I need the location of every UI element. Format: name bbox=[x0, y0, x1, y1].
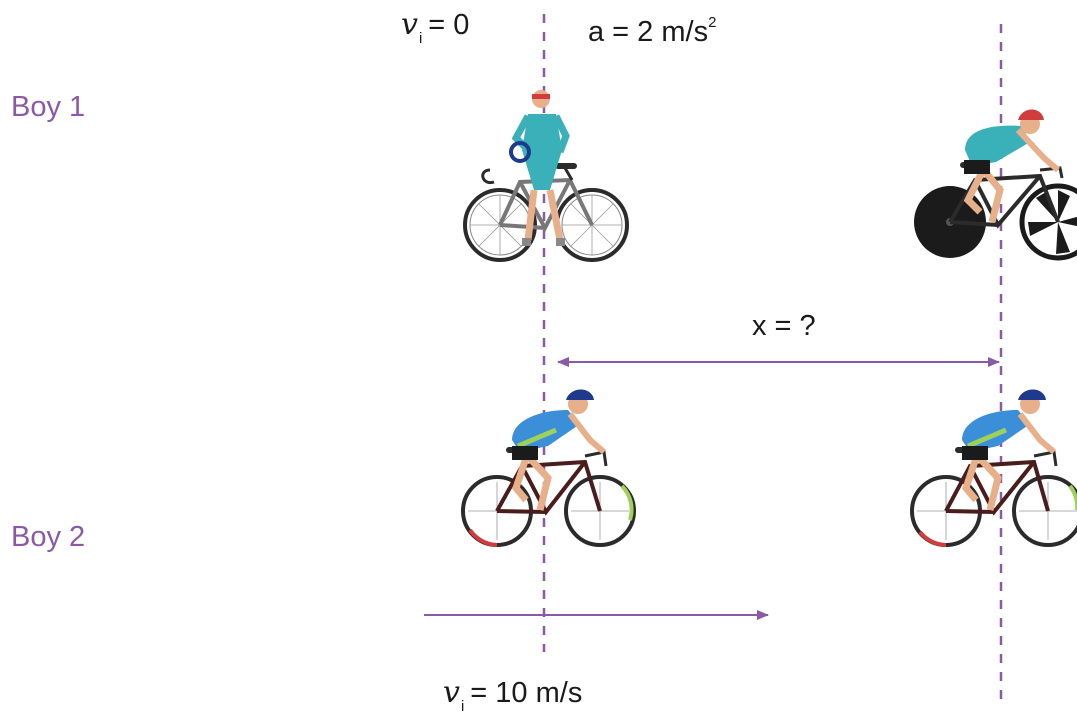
velocity-subscript: i bbox=[460, 698, 465, 715]
velocity-value: = 0 bbox=[428, 9, 470, 41]
initial-velocity-ten: vi = 10 m/s bbox=[443, 675, 583, 715]
velocity-subscript: i bbox=[418, 30, 423, 47]
distance-label: x = ? bbox=[752, 310, 816, 342]
initial-velocity-zero: vi = 0 bbox=[401, 7, 470, 47]
standing-cyclist-icon bbox=[463, 90, 629, 262]
boy2-label: Boy 2 bbox=[11, 521, 86, 553]
acceleration-label: a = 2 m/s2 bbox=[588, 15, 716, 47]
velocity-symbol: v bbox=[401, 7, 418, 42]
velocity-value: = 10 m/s bbox=[470, 677, 583, 709]
boy1-label: Boy 1 bbox=[11, 91, 86, 123]
racing-cyclist-icon bbox=[914, 109, 1077, 261]
acceleration-text: a = 2 m/s bbox=[588, 16, 709, 48]
road-cyclist-icon bbox=[461, 389, 636, 547]
acceleration-exponent: 2 bbox=[708, 14, 717, 31]
road-cyclist-icon bbox=[910, 389, 1077, 547]
velocity-symbol: v bbox=[443, 675, 460, 710]
